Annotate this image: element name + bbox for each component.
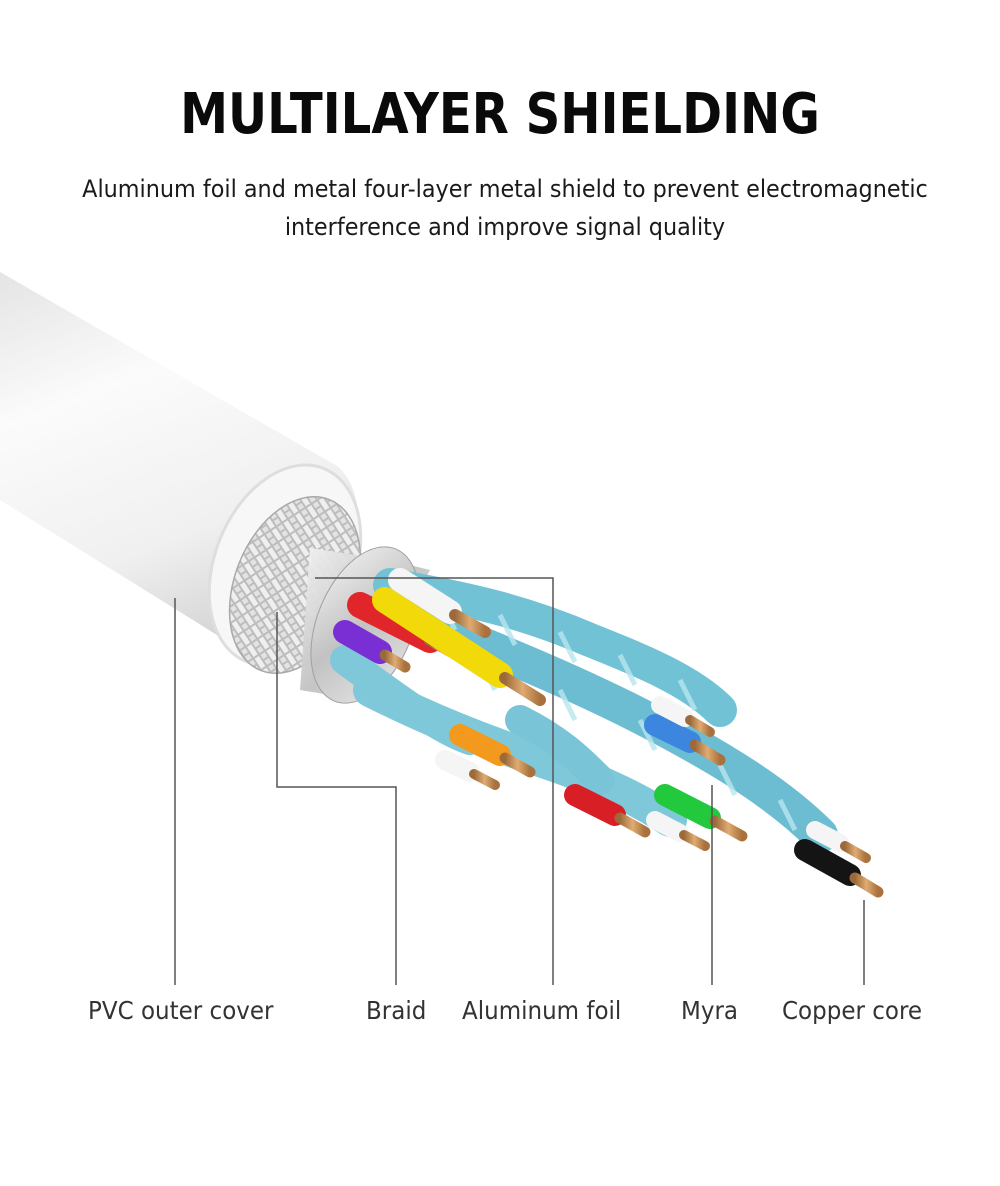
- wire-blue: [644, 696, 726, 766]
- wire-green: [646, 784, 748, 851]
- leader-line-braid: [276, 612, 397, 985]
- subtitle-line-1: Aluminum foil and metal four-layer metal…: [82, 175, 928, 203]
- label-aluminum-foil: Aluminum foil: [462, 996, 622, 1025]
- page-title: MULTILAYER SHIELDING: [180, 82, 820, 147]
- wire-purple: [333, 620, 411, 673]
- wire-white-upper: [388, 568, 491, 638]
- label-pvc-outer-cover: PVC outer cover: [88, 996, 274, 1025]
- wire-black: [794, 821, 884, 898]
- subtitle-line-2: interference and improve signal quality: [284, 213, 726, 241]
- wire-orange: [435, 724, 536, 790]
- leader-line-foil: [315, 577, 554, 985]
- label-myra: Myra: [681, 996, 739, 1025]
- wire-yellow: [372, 587, 546, 706]
- page-subtitle: Aluminum foil and metal four-layer metal…: [63, 170, 947, 246]
- label-copper-core: Copper core: [782, 996, 923, 1025]
- label-braid: Braid: [366, 996, 427, 1025]
- wire-red-lower: [564, 784, 651, 838]
